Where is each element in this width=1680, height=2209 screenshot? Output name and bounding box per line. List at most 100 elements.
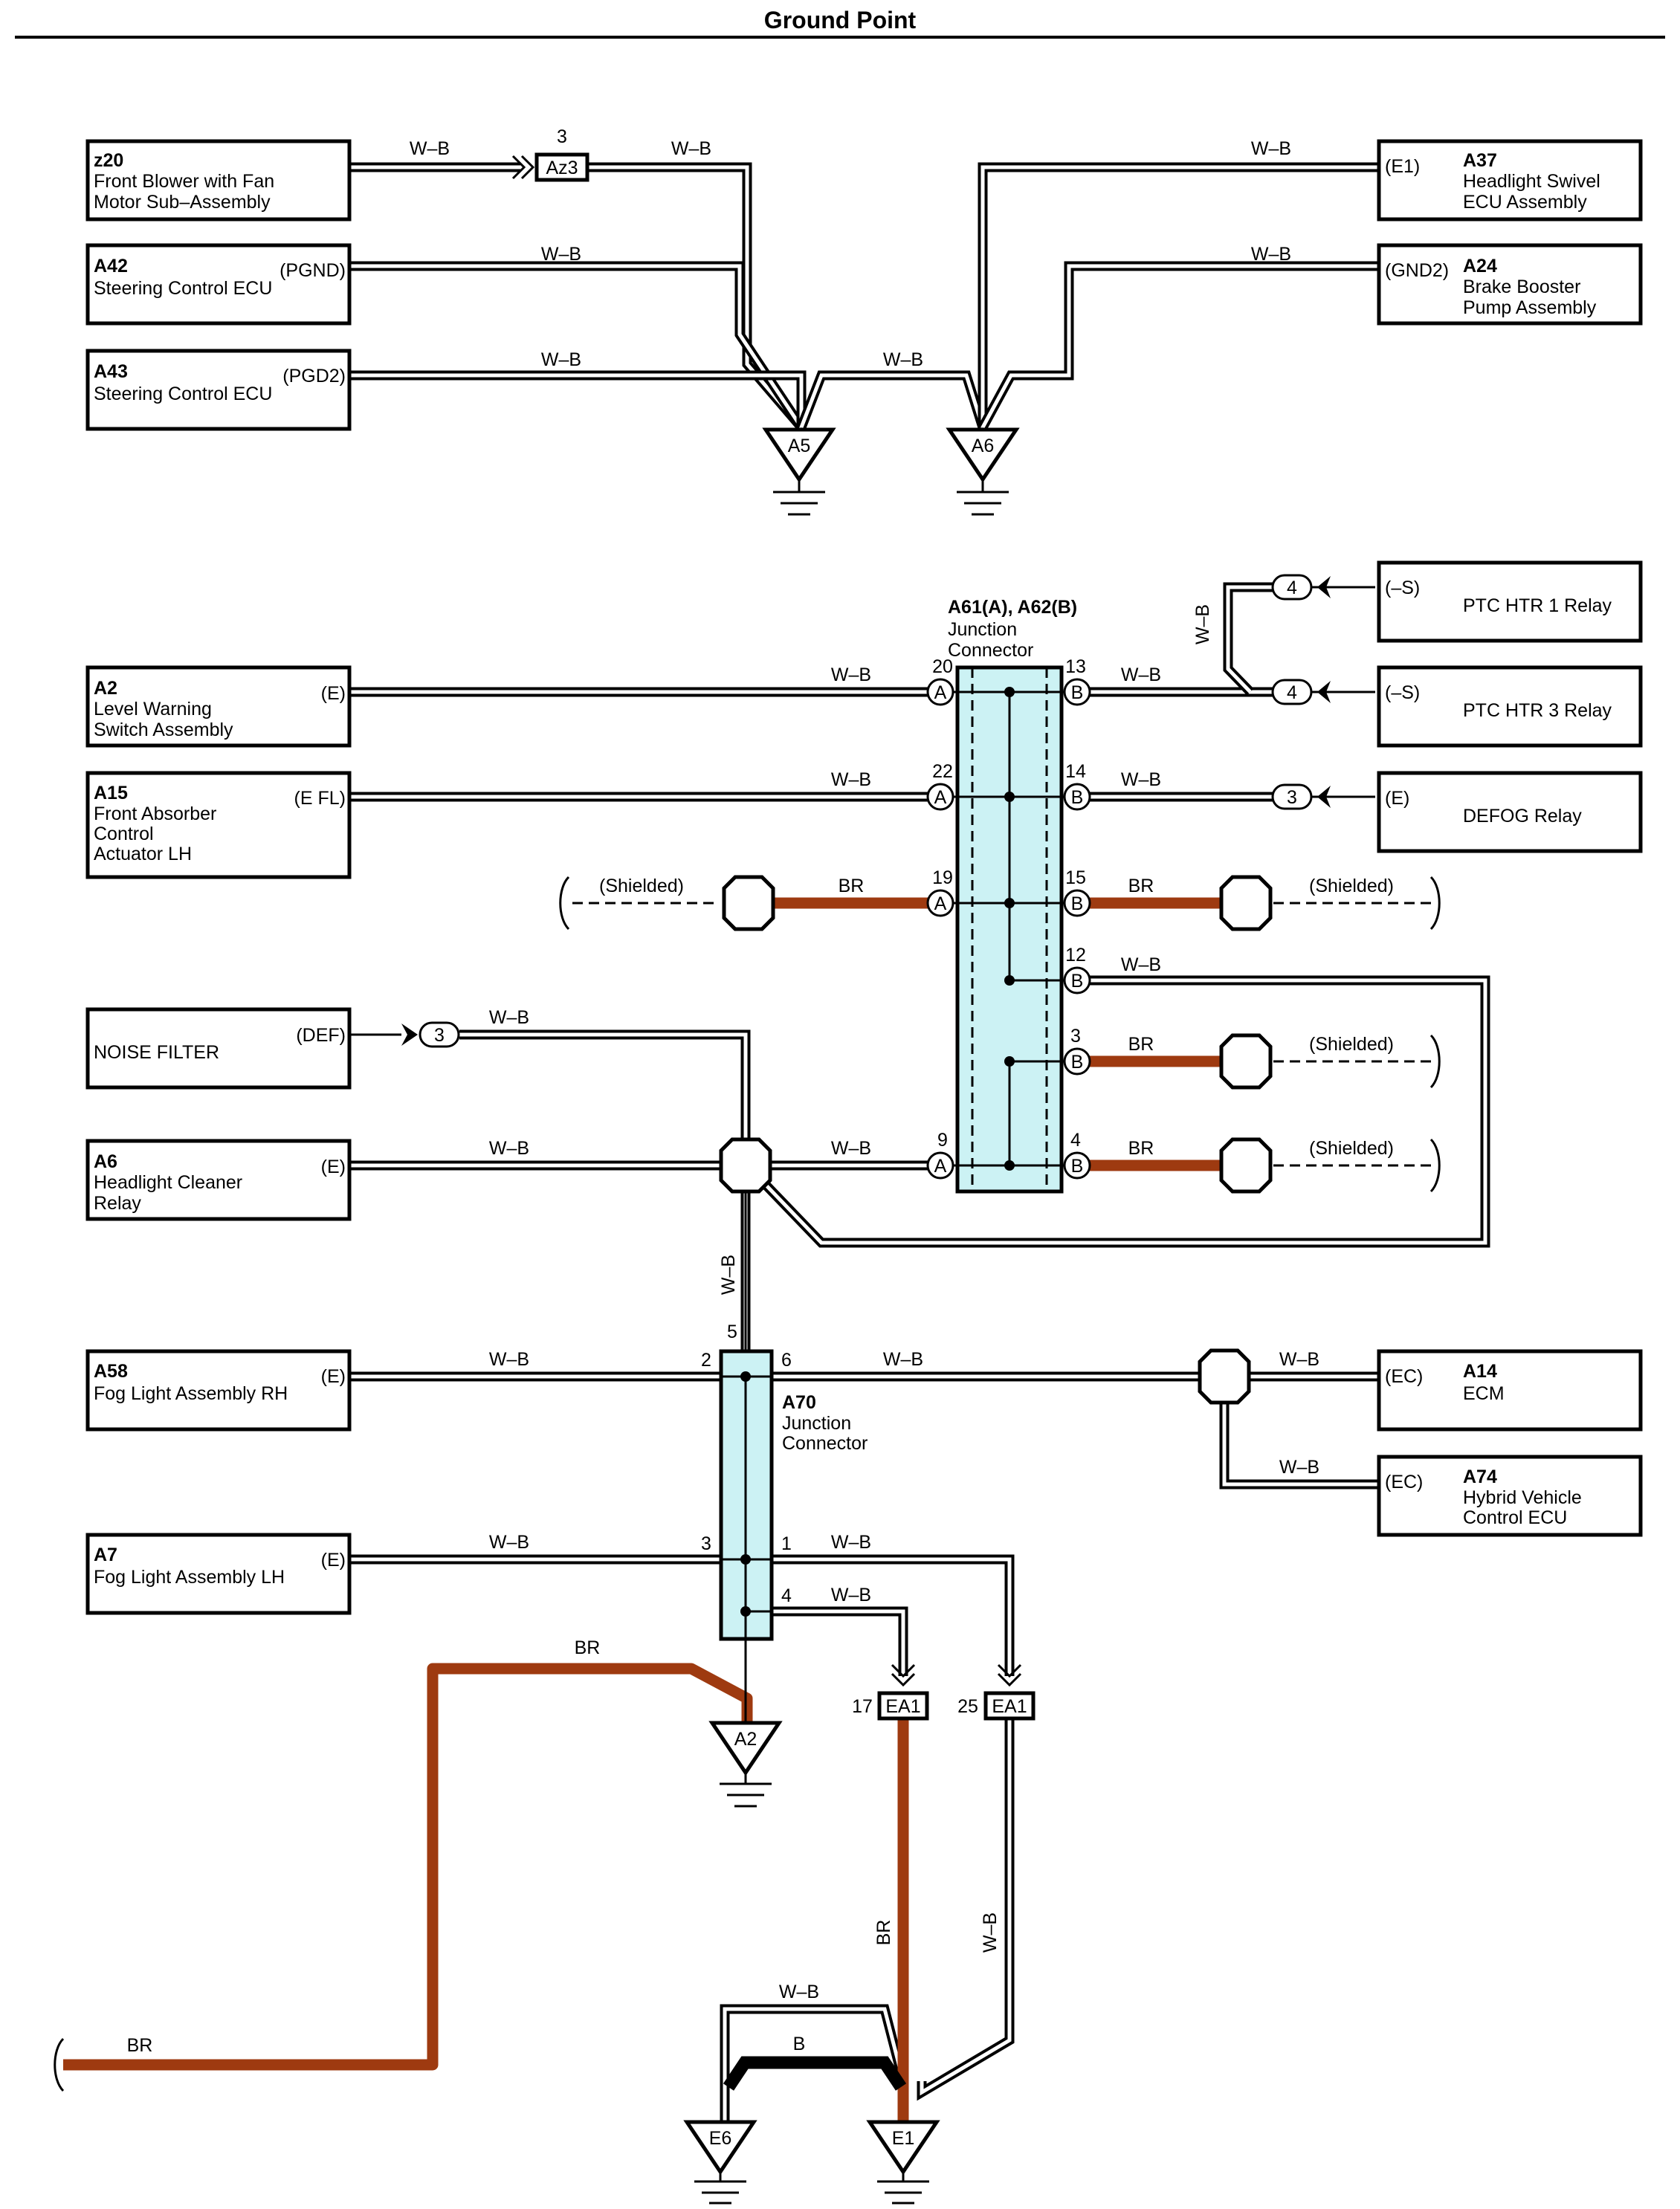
svg-text:A2: A2 xyxy=(94,678,117,699)
svg-text:Pump Assembly: Pump Assembly xyxy=(1463,297,1597,318)
splice-a6 xyxy=(719,1137,772,1194)
svg-text:W–B: W–B xyxy=(489,1138,529,1159)
svg-text:Fog Light Assembly LH: Fog Light Assembly LH xyxy=(94,1567,285,1588)
svg-text:DEFOG Relay: DEFOG Relay xyxy=(1463,806,1582,827)
svg-text:Fog Light Assembly RH: Fog Light Assembly RH xyxy=(94,1383,288,1404)
svg-text:W–B: W–B xyxy=(541,349,581,370)
svg-text:A58: A58 xyxy=(94,1361,128,1382)
component-a42: A42 Steering Control ECU (PGND) xyxy=(85,243,352,326)
svg-text:A: A xyxy=(934,1156,947,1177)
component-ptc-htr-3: (–S) PTC HTR 3 Relay xyxy=(1377,665,1643,748)
svg-text:Steering Control ECU: Steering Control ECU xyxy=(94,278,272,299)
connector-az3: Az3 3 xyxy=(511,126,589,182)
junction-a61-a62: A61(A), A62(B) Junction Connector xyxy=(940,597,1077,1194)
svg-text:(E): (E) xyxy=(321,1550,346,1571)
svg-text:B: B xyxy=(1071,1156,1084,1177)
svg-text:A6: A6 xyxy=(94,1151,117,1172)
svg-text:W–B: W–B xyxy=(831,1585,871,1605)
svg-text:A15: A15 xyxy=(94,783,128,803)
svg-text:Headlight Cleaner: Headlight Cleaner xyxy=(94,1172,242,1193)
connector-ea1-17: EA1 17 xyxy=(852,1663,929,1721)
component-a6: A6 Headlight Cleaner Relay (E) xyxy=(85,1139,352,1221)
svg-text:A37: A37 xyxy=(1463,150,1497,171)
svg-text:A5: A5 xyxy=(788,436,811,456)
svg-text:Front Blower with Fan: Front Blower with Fan xyxy=(94,171,274,192)
a61-pins: A 20 A 22 A 19 A 9 B 13 B 14 B 15 B 12 B… xyxy=(926,656,1091,1180)
svg-text:A: A xyxy=(934,787,947,808)
splice-shield-right-15 xyxy=(1219,875,1273,931)
connector-ea1-25: EA1 25 xyxy=(957,1663,1036,1721)
svg-text:W–B: W–B xyxy=(1121,664,1161,685)
svg-text:9: 9 xyxy=(937,1130,948,1151)
svg-text:PTC HTR 1 Relay: PTC HTR 1 Relay xyxy=(1463,595,1612,616)
svg-text:BR: BR xyxy=(1128,1034,1154,1055)
svg-text:3: 3 xyxy=(1070,1026,1081,1047)
svg-text:W–B: W–B xyxy=(541,244,581,265)
svg-text:E6: E6 xyxy=(709,2128,732,2149)
svg-text:Connector: Connector xyxy=(948,640,1033,661)
svg-text:A2: A2 xyxy=(734,1729,757,1750)
svg-text:A43: A43 xyxy=(94,361,128,382)
svg-text:(PGD2): (PGD2) xyxy=(282,366,346,387)
wire-labels-middle: W–B W–B W–B W–B W–B W–B W–B W–B W–B W–B … xyxy=(489,604,1394,1295)
svg-text:25: 25 xyxy=(957,1696,978,1717)
svg-text:A6: A6 xyxy=(972,436,995,456)
svg-text:Control ECU: Control ECU xyxy=(1463,1507,1567,1528)
ground-e6: E6 xyxy=(683,2120,757,2205)
svg-text:EA1: EA1 xyxy=(885,1696,920,1717)
component-defog-relay: (E) DEFOG Relay xyxy=(1377,771,1643,853)
svg-text:W–B: W–B xyxy=(1121,954,1161,975)
svg-text:Front Absorber: Front Absorber xyxy=(94,803,216,824)
svg-text:BR: BR xyxy=(873,1920,894,1946)
svg-text:(DEF): (DEF) xyxy=(296,1025,346,1046)
svg-text:EA1: EA1 xyxy=(992,1696,1027,1717)
svg-text:BR: BR xyxy=(1128,876,1154,896)
svg-text:B: B xyxy=(1071,1052,1084,1073)
svg-text:3: 3 xyxy=(1287,787,1297,808)
svg-text:6: 6 xyxy=(781,1350,792,1371)
wire-labels-top: W–B W–B W–B W–B W–B W–B W–B xyxy=(410,138,1291,370)
svg-text:ECU Assembly: ECU Assembly xyxy=(1463,192,1587,213)
svg-text:W–B: W–B xyxy=(831,1138,871,1159)
splice-points xyxy=(719,875,1273,1405)
svg-text:W–B: W–B xyxy=(489,1532,529,1553)
splice-shield-right-4 xyxy=(1219,1137,1273,1194)
svg-text:W–B: W–B xyxy=(883,349,923,370)
component-a43: A43 Steering Control ECU (PGD2) xyxy=(85,349,352,431)
svg-text:(E): (E) xyxy=(321,1366,346,1387)
svg-text:4: 4 xyxy=(1287,682,1297,703)
svg-text:W–B: W–B xyxy=(779,1982,819,2002)
svg-text:W–B: W–B xyxy=(410,138,450,159)
svg-text:17: 17 xyxy=(852,1696,873,1717)
svg-text:B: B xyxy=(1071,971,1084,992)
svg-text:2: 2 xyxy=(701,1350,711,1371)
svg-text:W–B: W–B xyxy=(831,769,871,790)
svg-text:(E): (E) xyxy=(321,1157,346,1177)
svg-text:A61(A), A62(B): A61(A), A62(B) xyxy=(948,597,1077,618)
svg-text:Connector: Connector xyxy=(782,1433,868,1454)
svg-text:(E): (E) xyxy=(1385,788,1409,809)
svg-text:(Shielded): (Shielded) xyxy=(1309,1138,1394,1159)
svg-text:W–B: W–B xyxy=(831,1532,871,1553)
relay-pins: 4 4 3 3 xyxy=(349,574,1342,1048)
svg-text:A: A xyxy=(934,682,947,703)
component-noise-filter: NOISE FILTER (DEF) xyxy=(85,1007,352,1090)
svg-text:A42: A42 xyxy=(94,256,128,276)
component-a24: (GND2) A24 Brake Booster Pump Assembly xyxy=(1377,243,1643,326)
component-a74: (EC) A74 Hybrid Vehicle Control ECU xyxy=(1377,1455,1643,1537)
svg-text:BR: BR xyxy=(575,1637,601,1658)
svg-text:4: 4 xyxy=(1070,1130,1081,1151)
svg-text:Motor Sub–Assembly: Motor Sub–Assembly xyxy=(94,192,271,213)
svg-text:(EC): (EC) xyxy=(1385,1472,1423,1492)
svg-text:Brake Booster: Brake Booster xyxy=(1463,276,1580,297)
svg-text:PTC HTR 3 Relay: PTC HTR 3 Relay xyxy=(1463,700,1612,721)
svg-text:A74: A74 xyxy=(1463,1466,1497,1487)
svg-text:BR: BR xyxy=(839,876,865,896)
svg-text:Headlight Swivel: Headlight Swivel xyxy=(1463,171,1600,192)
svg-text:Actuator LH: Actuator LH xyxy=(94,844,192,864)
svg-text:(E): (E) xyxy=(321,683,346,704)
svg-text:W–B: W–B xyxy=(1251,138,1291,159)
svg-text:(EC): (EC) xyxy=(1385,1366,1423,1387)
svg-text:z20: z20 xyxy=(94,150,123,171)
svg-text:Az3: Az3 xyxy=(546,158,578,178)
